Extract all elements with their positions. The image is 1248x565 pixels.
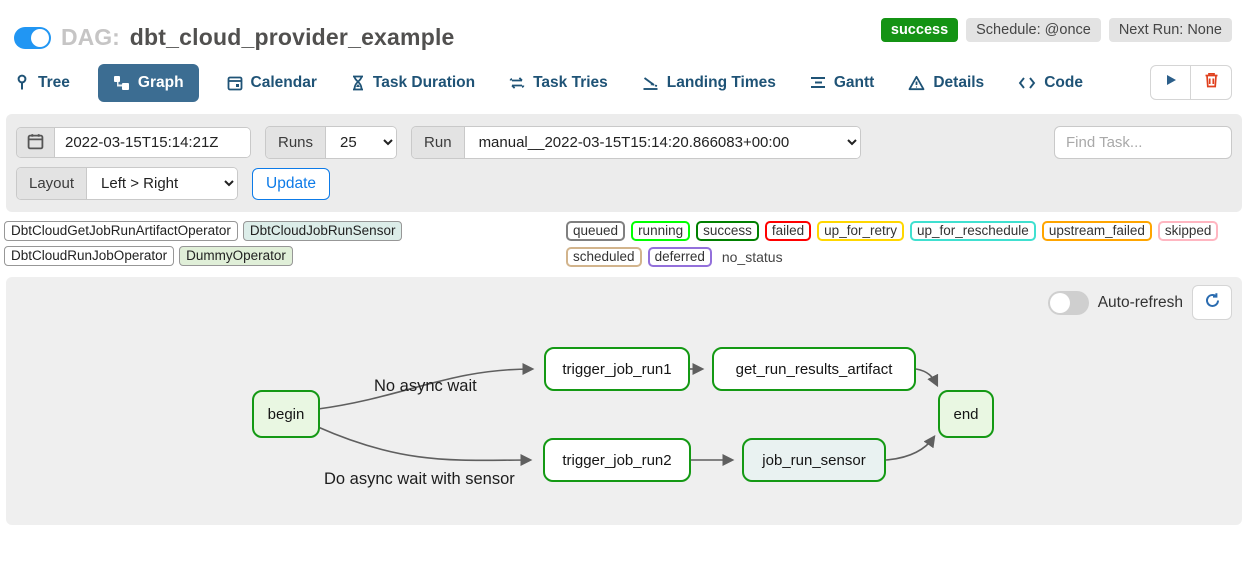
dag-pause-toggle[interactable] (14, 26, 51, 49)
tab-label: Tree (38, 73, 70, 91)
run-group: Run manual__2022-03-15T15:14:20.866083+0… (411, 126, 861, 159)
operator-badge: DummyOperator (179, 246, 293, 266)
schedule-badge: Schedule: @once (966, 18, 1101, 42)
filter-panel: Runs 25 Run manual__2022-03-15T15:14:20.… (6, 114, 1242, 212)
tab-landing-times[interactable]: Landing Times (642, 74, 776, 92)
legend: DbtCloudGetJobRunArtifactOperator DbtClo… (0, 212, 1248, 273)
trash-icon (1204, 72, 1219, 93)
tab-label: Details (933, 73, 985, 91)
layout-select[interactable]: Left > Right (87, 168, 238, 199)
dag-header: DAG: dbt_cloud_provider_example success … (0, 0, 1248, 55)
task-node-begin[interactable]: begin (252, 390, 320, 438)
operator-badge: DbtCloudJobRunSensor (242, 221, 403, 241)
update-button[interactable]: Update (252, 167, 331, 200)
page-title: dbt_cloud_provider_example (129, 24, 455, 50)
date-picker-button[interactable] (17, 128, 55, 157)
status-filter-success[interactable]: success (696, 221, 759, 241)
status-legend: queued running success failed up_for_ret… (566, 221, 1244, 267)
task-node-get-run-results-artifact[interactable]: get_run_results_artifact (712, 347, 916, 391)
task-node-job-run-sensor[interactable]: job_run_sensor (742, 438, 886, 482)
tab-label: Landing Times (666, 73, 776, 91)
refresh-icon (1204, 292, 1221, 314)
tab-task-duration[interactable]: Task Duration (351, 74, 475, 92)
warning-triangle-icon (908, 75, 925, 91)
auto-refresh-toggle[interactable] (1047, 290, 1089, 315)
dag-action-buttons (1150, 65, 1232, 100)
operator-badge: DbtCloudGetJobRunArtifactOperator (4, 221, 238, 241)
status-filter-failed[interactable]: failed (764, 221, 812, 241)
find-task-input[interactable] (1054, 126, 1232, 159)
status-filter-no-status: no_status (721, 249, 783, 265)
status-filter-up-for-retry[interactable]: up_for_retry (817, 221, 904, 241)
repeat-icon (509, 75, 525, 91)
calendar-icon (27, 133, 44, 153)
task-node-trigger-job-run2[interactable]: trigger_job_run2 (543, 438, 691, 482)
edge-label-async-sensor: Do async wait with sensor (324, 470, 515, 488)
tab-label: Graph (137, 73, 184, 91)
task-node-trigger-job-run1[interactable]: trigger_job_run1 (544, 347, 690, 391)
num-runs-group: Runs 25 (265, 126, 398, 159)
tab-code[interactable]: Code (1018, 74, 1083, 92)
graph-icon (113, 75, 130, 91)
operator-legend: DbtCloudGetJobRunArtifactOperator DbtClo… (4, 221, 556, 266)
tab-label: Calendar (250, 73, 317, 91)
base-date-input[interactable] (55, 128, 250, 157)
trigger-dag-button[interactable] (1150, 65, 1191, 100)
toggle-knob (1049, 292, 1070, 313)
status-filter-queued[interactable]: queued (566, 221, 626, 241)
layout-label: Layout (17, 168, 88, 199)
tab-task-tries[interactable]: Task Tries (509, 74, 608, 92)
status-filter-up-for-reschedule[interactable]: up_for_reschedule (909, 221, 1036, 241)
tab-tree[interactable]: Tree (14, 74, 70, 92)
view-tabbar: Tree Graph Calendar Task Duration Task T… (0, 55, 1248, 112)
calendar-icon (227, 75, 243, 91)
next-run-badge: Next Run: None (1108, 18, 1232, 42)
run-select[interactable]: manual__2022-03-15T15:14:20.866083+00:00 (464, 127, 860, 158)
layout-group: Layout Left > Right (16, 167, 239, 200)
tab-details[interactable]: Details (908, 74, 984, 92)
status-badge: success (880, 18, 959, 42)
tab-label: Gantt (833, 73, 875, 91)
plane-landing-icon (642, 75, 659, 91)
auto-refresh-label: Auto-refresh (1097, 293, 1183, 311)
hourglass-icon (351, 75, 365, 91)
status-filter-upstream-failed[interactable]: upstream_failed (1041, 221, 1152, 241)
operator-badge: DbtCloudRunJobOperator (4, 246, 175, 266)
status-filter-skipped[interactable]: skipped (1157, 221, 1219, 241)
tree-pin-icon (14, 74, 30, 91)
tab-gantt[interactable]: Gantt (810, 74, 874, 92)
tab-calendar[interactable]: Calendar (227, 74, 317, 92)
dag-graph-panel: Auto-refresh No async wait Do async wait… (6, 277, 1242, 525)
task-node-end[interactable]: end (938, 390, 994, 438)
tab-label: Code (1044, 73, 1083, 91)
num-runs-select[interactable]: 25 (326, 127, 397, 158)
base-date-group (16, 127, 251, 158)
runs-label: Runs (266, 127, 327, 158)
dag-edges (317, 363, 939, 467)
tab-label: Task Duration (372, 73, 476, 91)
status-filter-running[interactable]: running (631, 221, 691, 241)
refresh-button[interactable] (1192, 285, 1232, 320)
delete-dag-button[interactable] (1191, 65, 1232, 100)
code-brackets-icon (1018, 76, 1036, 90)
run-label: Run (412, 127, 465, 158)
status-filter-scheduled[interactable]: scheduled (566, 247, 642, 267)
status-filter-deferred[interactable]: deferred (647, 247, 712, 267)
dag-label-prefix: DAG: (61, 24, 120, 50)
tab-graph[interactable]: Graph (97, 63, 199, 102)
play-icon (1164, 73, 1178, 92)
tab-label: Task Tries (533, 73, 608, 91)
gantt-bars-icon (810, 75, 826, 90)
toggle-knob (31, 28, 49, 47)
edge-label-no-async: No async wait (374, 377, 477, 395)
